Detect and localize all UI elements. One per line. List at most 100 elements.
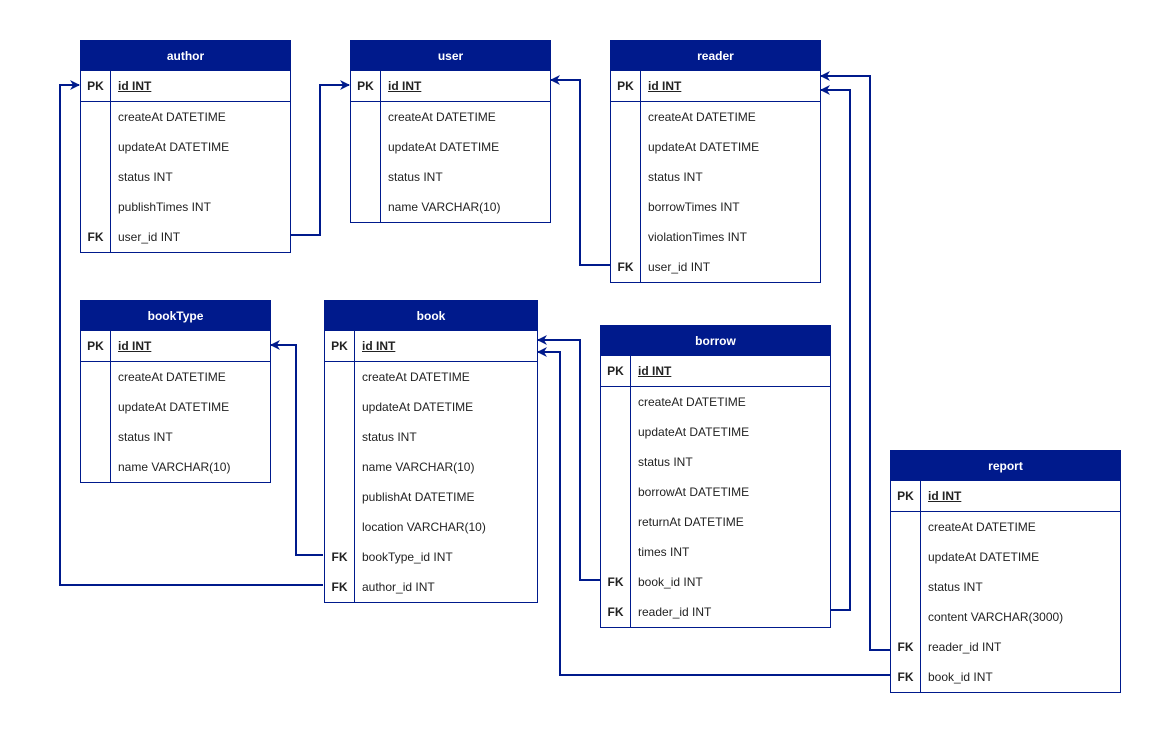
field-label: bookType_id INT (362, 550, 453, 564)
field-row: times INT (601, 537, 830, 567)
field-row: status INT (611, 162, 820, 192)
field-row: borrowAt DATETIME (601, 477, 830, 507)
key-label (611, 132, 641, 162)
entity-title: user (351, 41, 550, 71)
primary-key-row: PK id INT (81, 331, 270, 362)
link-borrow-reader (820, 85, 851, 611)
field-row: status INT (601, 447, 830, 477)
key-label (81, 102, 111, 132)
field-label: status INT (928, 580, 983, 594)
key-label (611, 162, 641, 192)
entity-reader[interactable]: reader PK id INT createAt DATETIME updat… (610, 40, 821, 283)
field-row: createAt DATETIME (891, 512, 1120, 542)
field-row: updateAt DATETIME (81, 392, 270, 422)
key-label: FK (325, 572, 355, 602)
field-label: updateAt DATETIME (648, 140, 760, 154)
key-label (601, 447, 631, 477)
field-label: updateAt DATETIME (638, 425, 750, 439)
field-label: name VARCHAR(10) (118, 460, 231, 474)
link-book-author (59, 80, 323, 586)
primary-key-row: PK id INT (325, 331, 537, 362)
key-label (81, 422, 111, 452)
key-label (81, 452, 111, 482)
key-label: PK (601, 356, 631, 386)
field-row: name VARCHAR(10) (351, 192, 550, 222)
field-row: updateAt DATETIME (351, 132, 550, 162)
field-row: FK user_id INT (81, 222, 290, 252)
field-label: status INT (388, 170, 443, 184)
field-row: updateAt DATETIME (325, 392, 537, 422)
field-row: createAt DATETIME (81, 102, 290, 132)
entity-borrow[interactable]: borrow PK id INT createAt DATETIME updat… (600, 325, 831, 628)
entity-author[interactable]: author PK id INT createAt DATETIME updat… (80, 40, 291, 253)
key-label (81, 192, 111, 222)
field-label: createAt DATETIME (388, 110, 496, 124)
field-label: createAt DATETIME (118, 370, 226, 384)
field-row: status INT (81, 422, 270, 452)
field-label: createAt DATETIME (362, 370, 470, 384)
entity-user[interactable]: user PK id INT createAt DATETIME updateA… (350, 40, 551, 223)
key-label (611, 222, 641, 252)
primary-key-row: PK id INT (81, 71, 290, 102)
field-label: updateAt DATETIME (388, 140, 500, 154)
key-label (81, 132, 111, 162)
key-label: PK (81, 71, 111, 101)
key-label (325, 362, 355, 392)
entity-booktype[interactable]: bookType PK id INT createAt DATETIME upd… (80, 300, 271, 483)
key-label (891, 542, 921, 572)
key-label: FK (891, 662, 921, 692)
field-row: location VARCHAR(10) (325, 512, 537, 542)
field-label: updateAt DATETIME (928, 550, 1040, 564)
field-row: createAt DATETIME (611, 102, 820, 132)
key-label: PK (891, 481, 921, 511)
key-label (351, 192, 381, 222)
field-label: id INT (118, 339, 152, 353)
key-label (325, 452, 355, 482)
entity-title: bookType (81, 301, 270, 331)
field-row: createAt DATETIME (81, 362, 270, 392)
field-label: borrowAt DATETIME (638, 485, 750, 499)
key-label: PK (611, 71, 641, 101)
key-label: FK (601, 597, 631, 627)
field-label: id INT (638, 364, 672, 378)
field-row: borrowTimes INT (611, 192, 820, 222)
key-label: FK (81, 222, 111, 252)
field-label: id INT (928, 489, 962, 503)
link-report-book (537, 347, 890, 676)
field-label: name VARCHAR(10) (362, 460, 475, 474)
entity-book[interactable]: book PK id INT createAt DATETIME updateA… (324, 300, 538, 603)
key-label (325, 482, 355, 512)
key-label (81, 392, 111, 422)
field-label: user_id INT (118, 230, 181, 244)
field-row: violationTimes INT (611, 222, 820, 252)
field-label: borrowTimes INT (648, 200, 740, 214)
link-borrow-book (537, 335, 600, 581)
primary-key-row: PK id INT (891, 481, 1120, 512)
entity-title: reader (611, 41, 820, 71)
field-label: id INT (388, 79, 422, 93)
key-label (601, 507, 631, 537)
link-author-user (290, 80, 350, 236)
key-label (601, 387, 631, 417)
key-label (611, 192, 641, 222)
field-label: returnAt DATETIME (638, 515, 744, 529)
key-label (325, 512, 355, 542)
field-label: updateAt DATETIME (118, 140, 230, 154)
entity-report[interactable]: report PK id INT createAt DATETIME updat… (890, 450, 1121, 693)
field-label: reader_id INT (928, 640, 1002, 654)
field-row: publishTimes INT (81, 192, 290, 222)
key-label: PK (81, 331, 111, 361)
primary-key-row: PK id INT (601, 356, 830, 387)
field-row: updateAt DATETIME (611, 132, 820, 162)
primary-key-row: PK id INT (351, 71, 550, 102)
field-label: status INT (648, 170, 703, 184)
field-label: updateAt DATETIME (362, 400, 474, 414)
entity-title: book (325, 301, 537, 331)
field-row: updateAt DATETIME (601, 417, 830, 447)
field-label: status INT (118, 430, 173, 444)
field-label: times INT (638, 545, 690, 559)
